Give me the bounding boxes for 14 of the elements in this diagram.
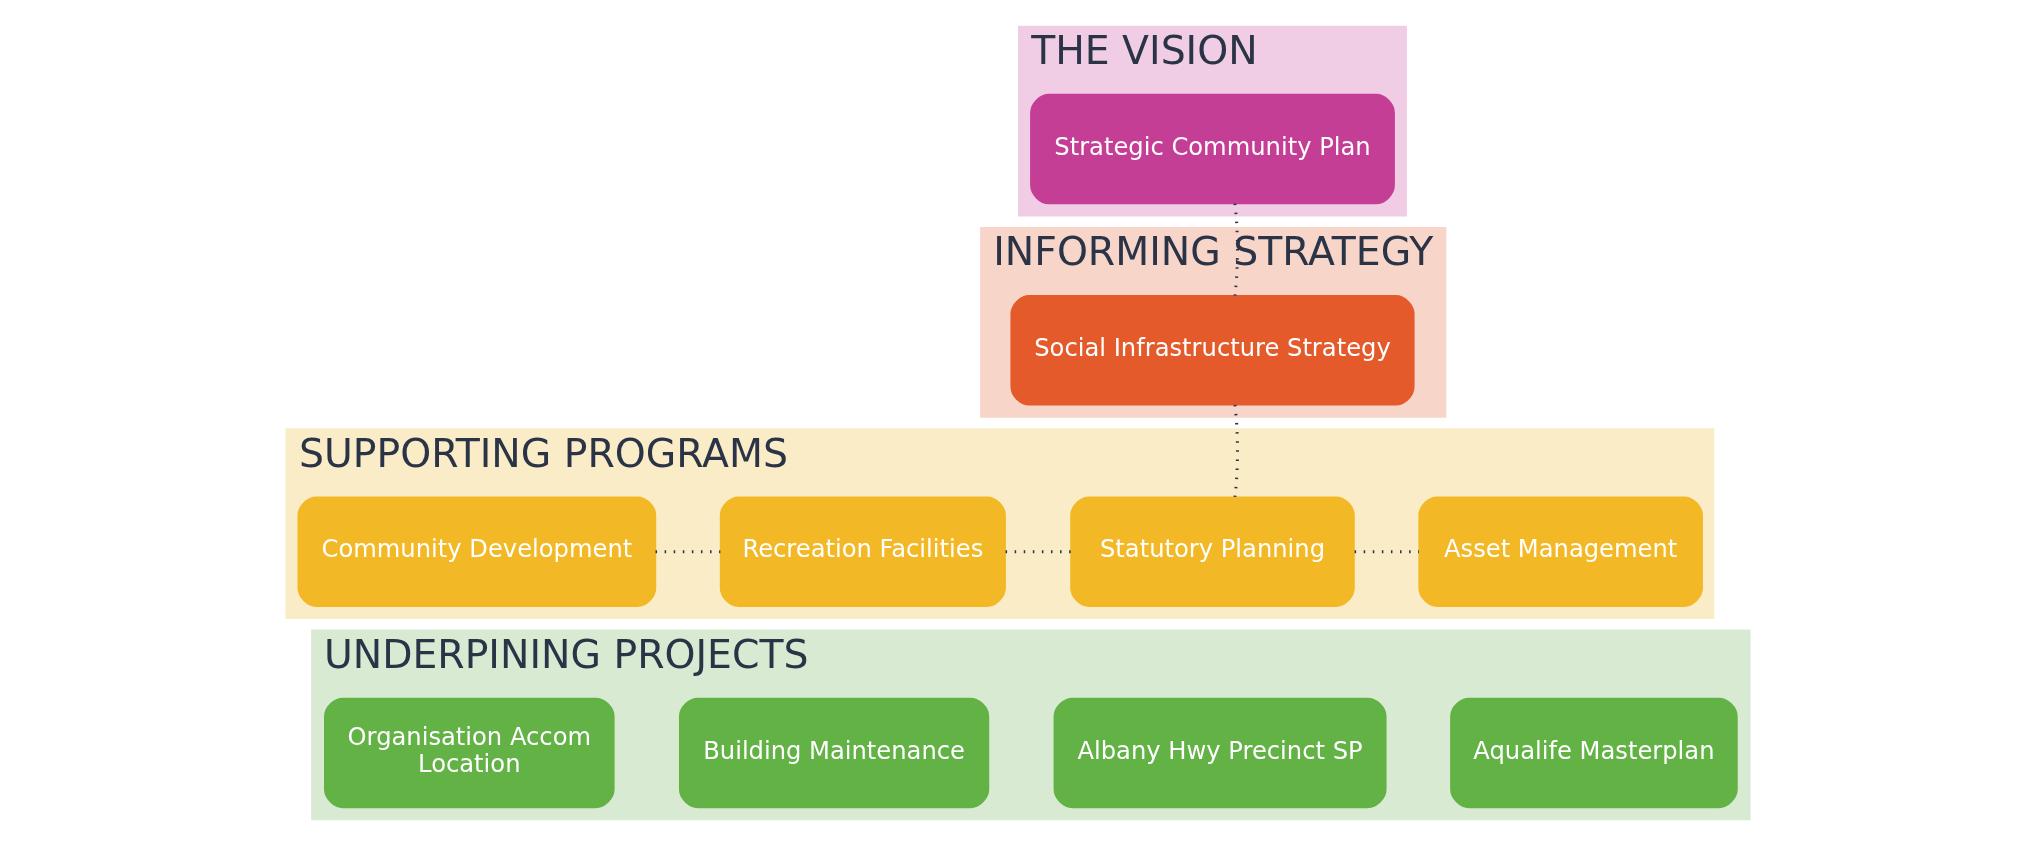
node-box: Social Infrastructure Strategy	[1009, 295, 1415, 406]
node-box: Community Development	[297, 496, 656, 607]
node-box: Statutory Planning	[1069, 496, 1355, 607]
connector	[1005, 550, 1071, 554]
connector	[1232, 203, 1239, 296]
node-box: Recreation Facilities	[719, 496, 1006, 607]
node-box: Organisation Accom Location	[323, 697, 615, 809]
node-box: Building Maintenance	[678, 697, 989, 809]
node-box: Albany Hwy Precinct SP	[1053, 697, 1387, 809]
connector	[1232, 404, 1239, 498]
node-box: Strategic Community Plan	[1029, 93, 1395, 205]
connector	[655, 550, 720, 554]
node-box: Aqualife Masterplan	[1449, 697, 1738, 809]
node-box: Asset Management	[1417, 496, 1703, 607]
